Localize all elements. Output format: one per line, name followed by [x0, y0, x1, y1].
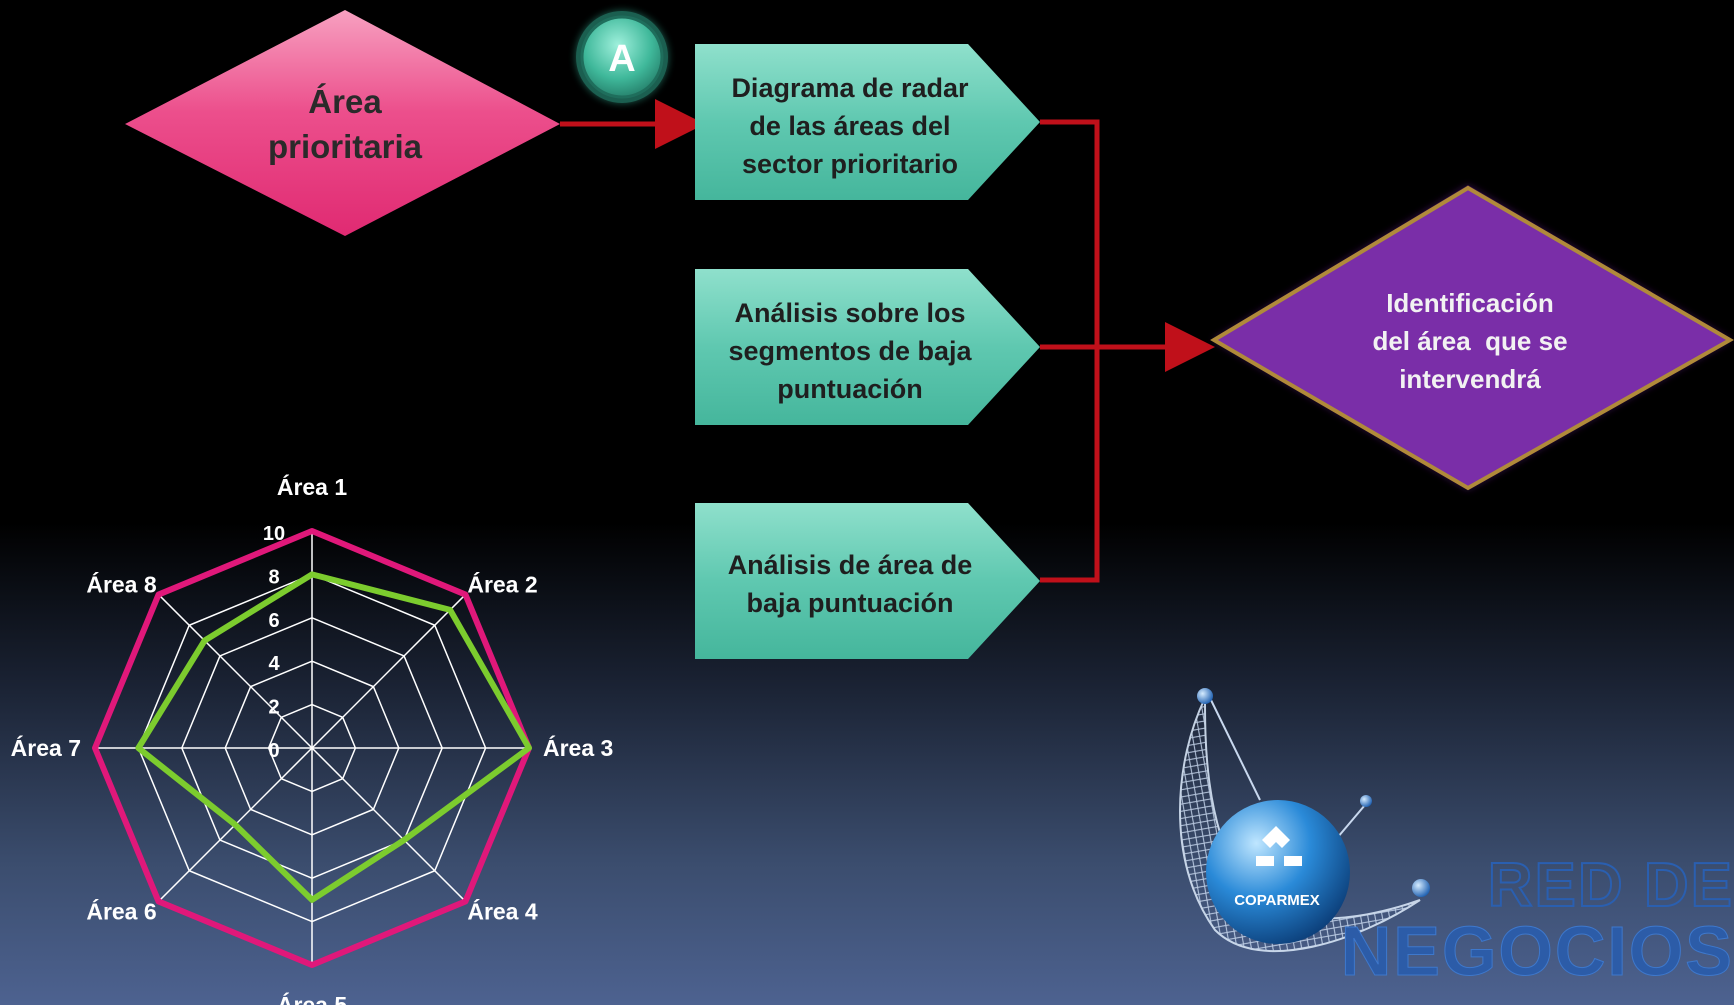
priority-node-line2: prioritaria — [268, 128, 423, 165]
process-shape-1 — [695, 44, 1040, 200]
radar-tick-label: 10 — [263, 523, 285, 545]
radar-series-1 — [92, 528, 532, 968]
result-line2: del área que se — [1372, 326, 1567, 356]
logo-globe — [1206, 800, 1350, 944]
result-node: Identificación del área que se intervend… — [1210, 185, 1734, 491]
radar-series-2 — [135, 571, 532, 903]
process-1-line3: sector prioritario — [742, 149, 958, 179]
radar-category-label: Área 8 — [86, 571, 157, 598]
result-line1: Identificación — [1386, 288, 1554, 318]
coparmex-logo: COPARMEX RED DE NEGOCIOS — [1179, 688, 1734, 991]
radar-series — [92, 528, 532, 968]
badge-a: A — [576, 11, 668, 103]
radar-category-label: Área 1 — [277, 473, 348, 500]
logo-dot-right — [1360, 795, 1372, 807]
logo-dot-top — [1197, 688, 1213, 704]
logo-brand: COPARMEX — [1234, 892, 1320, 909]
process-1-line2: de las áreas del — [749, 111, 950, 141]
radar-category-label: Área 2 — [467, 571, 537, 598]
process-shape-3 — [695, 503, 1040, 659]
priority-node-line1: Área — [308, 83, 382, 120]
process-2-line2: segmentos de baja — [728, 336, 972, 366]
result-line3: intervendrá — [1399, 364, 1541, 394]
radar-spoke — [311, 747, 466, 902]
radar-tick-label: 6 — [268, 610, 279, 632]
radar-category-label: Área 3 — [543, 734, 613, 761]
priority-diamond-shape — [125, 10, 560, 236]
process-2-line3: puntuación — [777, 374, 922, 404]
process-2-line1: Análisis sobre los — [734, 298, 965, 328]
radar-tick-label: 0 — [268, 740, 279, 762]
logo-text-line1: RED DE — [1488, 851, 1734, 920]
radar-tick-label: 8 — [268, 566, 279, 588]
logo-text-line2: NEGOCIOS — [1341, 912, 1734, 990]
radar-category-label: Área 4 — [467, 897, 538, 924]
process-3-line1: Análisis de área de — [728, 550, 973, 580]
radar-category-label: Área 7 — [11, 734, 81, 761]
process-3-line2: baja puntuación — [746, 588, 953, 618]
connector-group — [1040, 119, 1215, 583]
logo-dot-bottom — [1412, 879, 1430, 897]
radar-category-label: Área 5 — [277, 991, 348, 1005]
process-node-low-segments: Análisis sobre los segmentos de baja pun… — [695, 269, 1040, 425]
radar-category-labels: Área 1 Área 2 Área 3 Área 4 Área 5 Área 6 Área… — [11, 473, 614, 1005]
radar-tick-labels: 0 2 4 6 8 10 — [263, 523, 285, 762]
radar-category-label: Área 6 — [86, 897, 156, 924]
process-node-radar: Diagrama de radar de las áreas del secto… — [695, 44, 1040, 200]
radar-spoke — [311, 594, 466, 749]
result-diamond-shape — [1210, 185, 1734, 491]
radar-tick-label: 4 — [268, 653, 280, 675]
process-node-low-area: Análisis de área de baja puntuación — [695, 503, 1040, 659]
logo-emblem-icon — [1256, 826, 1302, 866]
connector-bracket — [1040, 119, 1100, 583]
badge-circle — [580, 15, 664, 99]
priority-area-node: Área prioritaria — [125, 10, 560, 236]
radar-spoke — [158, 594, 313, 749]
process-1-line1: Diagrama de radar — [731, 73, 969, 103]
process-shape-2 — [695, 269, 1040, 425]
radar-tick-label: 2 — [268, 697, 279, 719]
badge-label: A — [608, 38, 635, 80]
